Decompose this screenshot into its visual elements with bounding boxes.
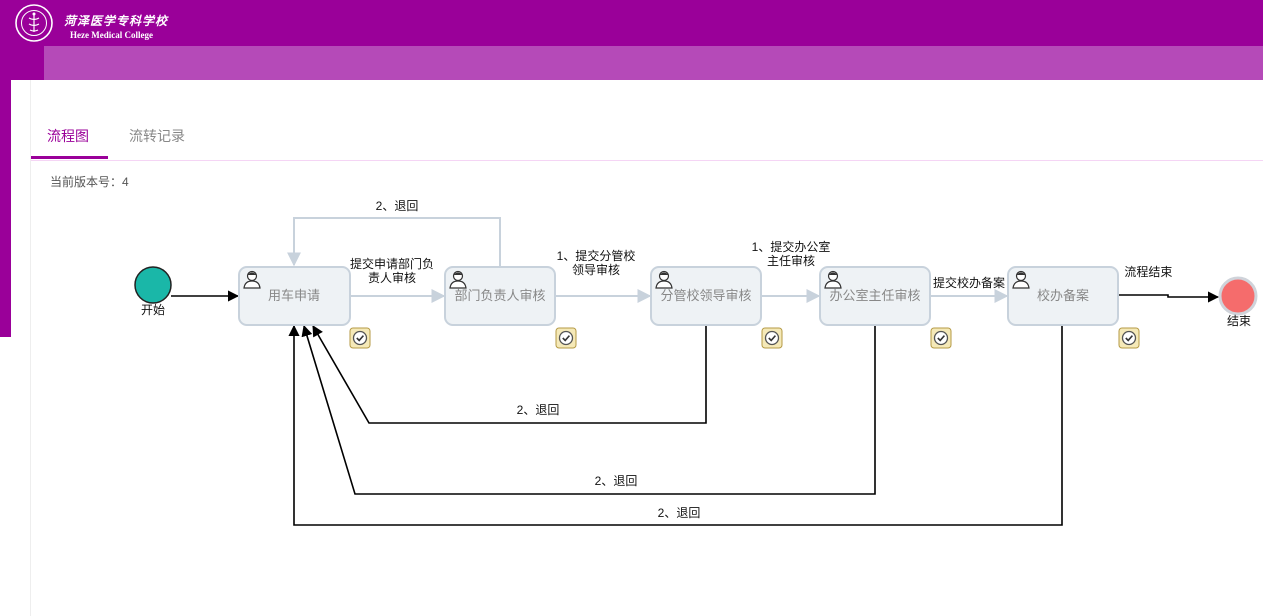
active-tab-indicator <box>31 156 108 159</box>
task-node-apply[interactable]: 用车申请 <box>238 266 351 326</box>
task-node-label: 办公室主任审核 <box>829 288 920 303</box>
edge-label-return-dept: 2、退回 <box>376 199 419 213</box>
content-panel: 流程图 流转记录 <box>30 80 1263 616</box>
edge-label-submit-dept-1: 提交申请部门负 <box>350 256 434 271</box>
end-event[interactable] <box>1218 276 1258 316</box>
edge-label-submit-vp-1: 1、提交分管校 <box>557 248 636 263</box>
tab-bar: 流程图 流转记录 <box>31 124 1263 161</box>
school-seal-icon <box>15 4 53 42</box>
task-node-label: 用车申请 <box>268 288 320 303</box>
check-complete-icon[interactable] <box>349 327 371 349</box>
check-complete-icon[interactable] <box>555 327 577 349</box>
edge-dept-return[interactable] <box>287 217 501 267</box>
check-complete-icon[interactable] <box>930 327 952 349</box>
task-node-label: 部门负责人审核 <box>454 288 545 303</box>
edge-label-submit-office-1: 1、提交办公室 <box>752 239 831 254</box>
edge-label-return-archive: 2、退回 <box>658 506 701 520</box>
edge-label-submit-archive: 提交校办备案 <box>933 275 1005 290</box>
end-event-label: 结束 <box>1227 314 1251 328</box>
sidebar-strip <box>0 80 11 337</box>
edge-label-return-vp: 2、退回 <box>517 403 560 417</box>
edge-label-return-office: 2、退回 <box>595 474 638 488</box>
school-name-en: Heze Medical College <box>70 30 153 40</box>
edge-office-return[interactable] <box>301 324 876 495</box>
tab-flowchart[interactable]: 流程图 <box>47 128 89 144</box>
version-value: 4 <box>122 175 129 189</box>
school-name-cn: 菏泽医学专科学校 <box>64 14 169 28</box>
check-complete-icon[interactable] <box>1118 327 1140 349</box>
sub-header-left-block <box>0 46 44 80</box>
version-label: 当前版本号： <box>50 175 123 189</box>
task-node-archive[interactable]: 校办备案 <box>1007 266 1119 326</box>
task-node-dept-review[interactable]: 部门负责人审核 <box>444 266 556 326</box>
edge-archive-to-end[interactable] <box>1119 291 1220 303</box>
edge-label-submit-vp-2: 领导审核 <box>572 262 620 277</box>
edge-archive-return[interactable] <box>288 324 1063 526</box>
task-node-label: 校办备案 <box>1037 288 1089 303</box>
school-logo[interactable]: 菏泽医学专科学校 Heze Medical College <box>12 3 172 43</box>
task-node-vp-review[interactable]: 分管校领导审核 <box>650 266 762 326</box>
top-header-bar: 菏泽医学专科学校 Heze Medical College <box>0 0 1263 46</box>
task-node-office-review[interactable]: 办公室主任审核 <box>819 266 931 326</box>
start-event[interactable] <box>134 266 172 304</box>
tab-flow-records[interactable]: 流转记录 <box>129 128 185 144</box>
edge-vp-return[interactable] <box>312 325 707 424</box>
sub-header-bar <box>0 46 1263 80</box>
version-info: 当前版本号：4 <box>50 173 129 190</box>
task-node-label: 分管校领导审核 <box>660 288 751 303</box>
edge-label-submit-office-2: 主任审核 <box>767 253 815 268</box>
edge-label-submit-dept-2: 责人审核 <box>368 270 416 285</box>
start-event-label: 开始 <box>141 303 165 317</box>
check-complete-icon[interactable] <box>761 327 783 349</box>
edge-label-finish: 1、流程结束 <box>1106 264 1173 279</box>
